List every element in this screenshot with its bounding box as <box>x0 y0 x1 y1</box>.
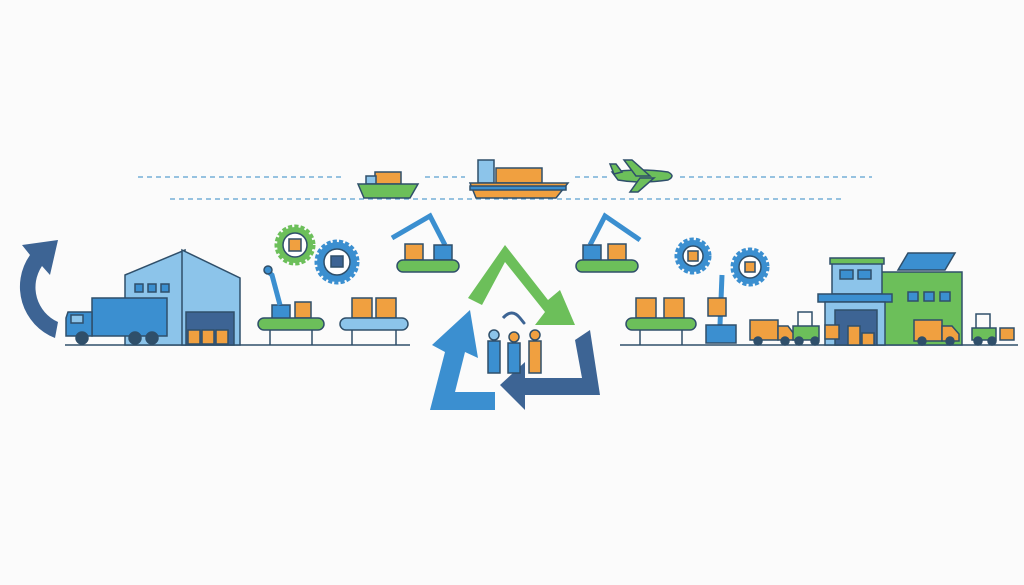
recycle-cycle-icon <box>430 245 600 410</box>
truck-icon <box>65 297 168 345</box>
conveyor-belt-icon <box>257 301 325 345</box>
delivery-van-icon <box>913 319 960 346</box>
delivery-van-icon <box>749 319 795 346</box>
conveyor-belt-icon <box>339 297 409 345</box>
gear-icon <box>674 237 712 275</box>
forklift-icon <box>971 313 1015 346</box>
robot-arm-icon <box>575 212 642 273</box>
gear-icon <box>274 224 316 266</box>
transport-lanes <box>138 176 872 200</box>
cargo-ship-large-icon <box>468 159 570 199</box>
boxes-icon <box>824 324 875 346</box>
team-people-icon <box>487 311 542 374</box>
return-arrow-icon <box>19 240 58 338</box>
airplane-icon <box>608 159 673 193</box>
robot-arm-icon <box>705 274 737 344</box>
conveyor-belt-icon <box>625 297 697 345</box>
warehouse-left-icon <box>124 248 241 346</box>
gear-icon <box>730 247 770 287</box>
robot-arm-icon <box>390 212 460 273</box>
forklift-icon <box>792 311 820 346</box>
robot-arm-icon <box>263 265 291 320</box>
cargo-ship-small-icon <box>356 171 420 199</box>
gear-icon <box>314 239 360 285</box>
